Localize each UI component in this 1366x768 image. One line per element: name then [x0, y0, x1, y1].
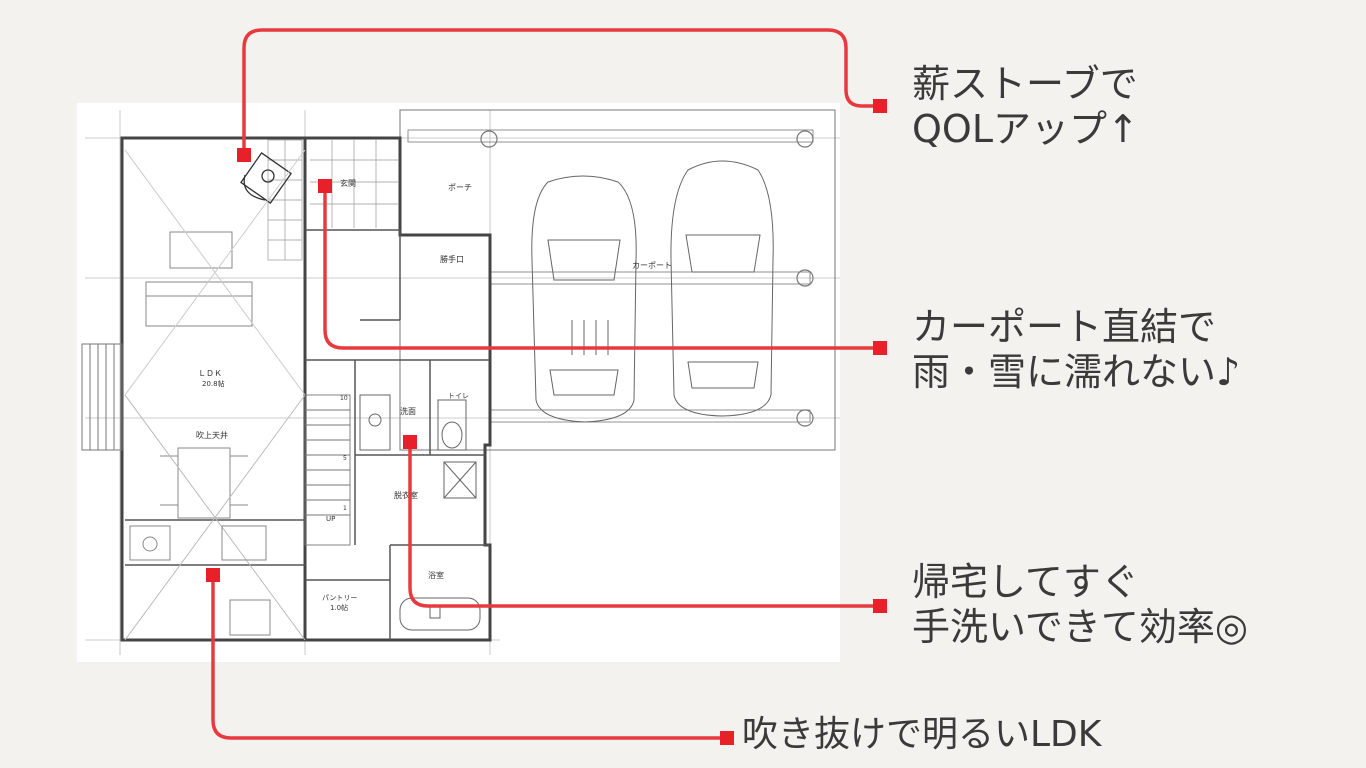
leader-washroom — [408, 442, 880, 608]
label-ldk-name: ＬＤＫ — [198, 369, 222, 378]
interior-walls — [125, 229, 490, 640]
label-pantry-name: パントリー — [322, 594, 357, 602]
car-right — [670, 160, 774, 417]
label-ldk-size: 20.8帖 — [202, 379, 225, 388]
callout-markers — [206, 99, 887, 745]
staircase — [304, 394, 351, 546]
label-pantry-size: 1.0帖 — [330, 603, 348, 612]
label-back-door: 勝手口 — [440, 254, 464, 264]
leader-stove — [242, 28, 880, 155]
label-stair-10: 10 — [340, 395, 348, 402]
marker-carport-label — [873, 341, 887, 355]
leader-ldk — [211, 575, 728, 740]
leader-lines — [211, 28, 880, 740]
marker-ldk-label — [720, 731, 734, 745]
marker-washroom-label — [873, 599, 887, 613]
label-porch: ポーチ — [448, 183, 472, 192]
callout-ldk: 吹き抜けで明るいLDK — [742, 714, 1102, 755]
callout-wood-stove-line2: QOLアップ↑ — [912, 107, 1139, 151]
callout-carport-line1: カーポート直結で — [912, 305, 1217, 349]
marker-stove-room — [237, 148, 251, 162]
label-dressing: 脱衣室 — [394, 490, 418, 500]
room-labels: 玄関 ポーチ カーポート 勝手口 ＬＤＫ 20.8帖 吹上天井 洗面 トイレ 脱… — [196, 178, 672, 612]
callout-wood-stove-line1: 薪ストーブで — [912, 62, 1138, 106]
label-toilet: トイレ — [448, 392, 469, 400]
label-bathroom: 浴室 — [428, 570, 444, 580]
label-washroom: 洗面 — [400, 406, 416, 416]
callout-washroom: 帰宅してすぐ 手洗いできて効率◎ — [912, 560, 1248, 650]
callout-wood-stove: 薪ストーブで QOLアップ↑ — [912, 62, 1139, 152]
marker-entrance-room — [318, 179, 332, 193]
label-carport: カーポート — [632, 261, 672, 270]
floor-plan-panel — [77, 103, 840, 662]
callout-carport: カーポート直結で 雨・雪に濡れない♪ — [912, 305, 1240, 395]
stove-hearth — [267, 139, 303, 261]
label-stair-1: 1 — [343, 505, 347, 512]
callout-washroom-line2: 手洗いできて効率◎ — [912, 605, 1249, 649]
marker-ldk-room — [206, 568, 220, 582]
wood-stove — [240, 152, 292, 204]
label-entrance: 玄関 — [340, 178, 356, 188]
callout-washroom-line1: 帰宅してすぐ — [912, 560, 1139, 604]
ldk-furniture — [124, 149, 306, 641]
outdoor-deck — [81, 343, 123, 451]
marker-stove-label — [873, 99, 887, 113]
leader-carport — [323, 186, 880, 350]
callout-carport-line2: 雨・雪に濡れない♪ — [912, 350, 1241, 394]
washroom-fixtures — [359, 394, 481, 631]
label-stair-up: UP — [326, 515, 335, 523]
label-ceiling: 吹上天井 — [196, 430, 228, 440]
label-stair-5: 5 — [343, 455, 347, 462]
marker-washroom-room — [403, 435, 417, 449]
car-left — [531, 175, 637, 423]
exterior-walls — [120, 136, 492, 642]
